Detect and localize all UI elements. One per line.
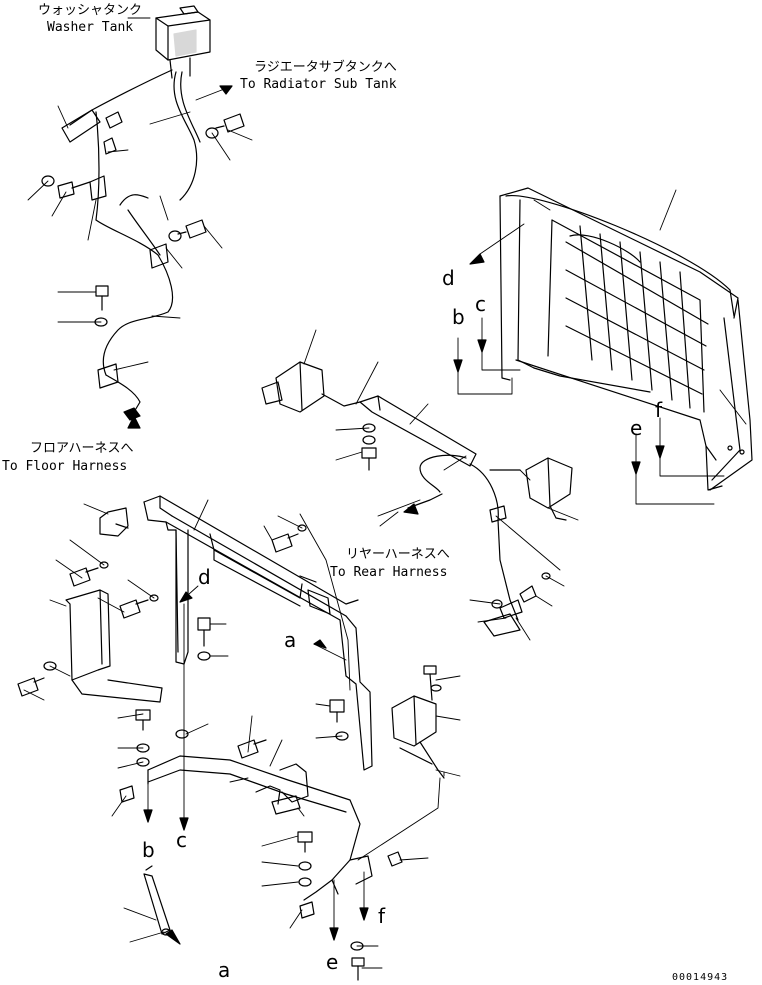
washer-brackets [61,109,169,389]
rear-wiring [403,454,521,637]
rear-harness-label-jp: リヤーハーネスへ [346,547,450,562]
frame-routing-lines [147,585,445,933]
ref-letter-b-frame: b [142,838,155,862]
washer-arrows [127,85,233,429]
rear-fasteners [491,572,551,619]
washer-tank-label-jp: ウォッシャタンク [38,3,143,18]
ref-letter-e-grille: e [630,416,643,440]
frame-left-bracket [65,507,163,703]
frame-fasteners [17,524,403,981]
grille-arrows [453,253,665,475]
middle-leaders [303,329,579,641]
frame-lamp [391,665,445,779]
frame-leaders [23,499,461,969]
ref-letter-c-frame: c [176,828,187,852]
radiator-label-en: To Radiator Sub Tank [240,77,397,92]
frame-strut [143,865,171,936]
lamp-bar [359,395,477,471]
floor-harness-label-jp: フロアハーネスへ [30,441,134,456]
ref-letter-b-grille: b [452,305,465,329]
rear-harness-label-en: To Rear Harness [330,565,448,580]
ref-letter-d-grille: d [442,266,455,290]
washer-hoses [69,69,201,421]
ref-letter-d-frame: d [198,565,211,589]
radiator-grille [499,187,753,491]
ref-letter-c-grille: c [475,292,486,316]
floor-harness-label-en: To Floor Harness [2,459,128,474]
ref-letter-e-frame: e [326,950,339,974]
washer-tank [155,5,211,79]
washer-tank-label-en: Washer Tank [47,20,134,35]
washer-leaders [27,17,253,371]
ref-letter-a-strut: a [218,958,231,982]
frame-structure [143,495,373,771]
radiator-label-jp: ラジエータサブタンクへ [254,60,397,75]
work-lamp-left [261,361,361,413]
frame-arrows [143,591,369,945]
drawing-number: 00014943 [672,972,729,983]
ref-letter-f-grille: f [655,398,663,422]
ref-letter-f-frame: f [378,904,386,928]
work-lamp-right [525,457,573,521]
ref-letter-a-frame: a [284,628,297,652]
washer-fasteners [41,113,245,327]
